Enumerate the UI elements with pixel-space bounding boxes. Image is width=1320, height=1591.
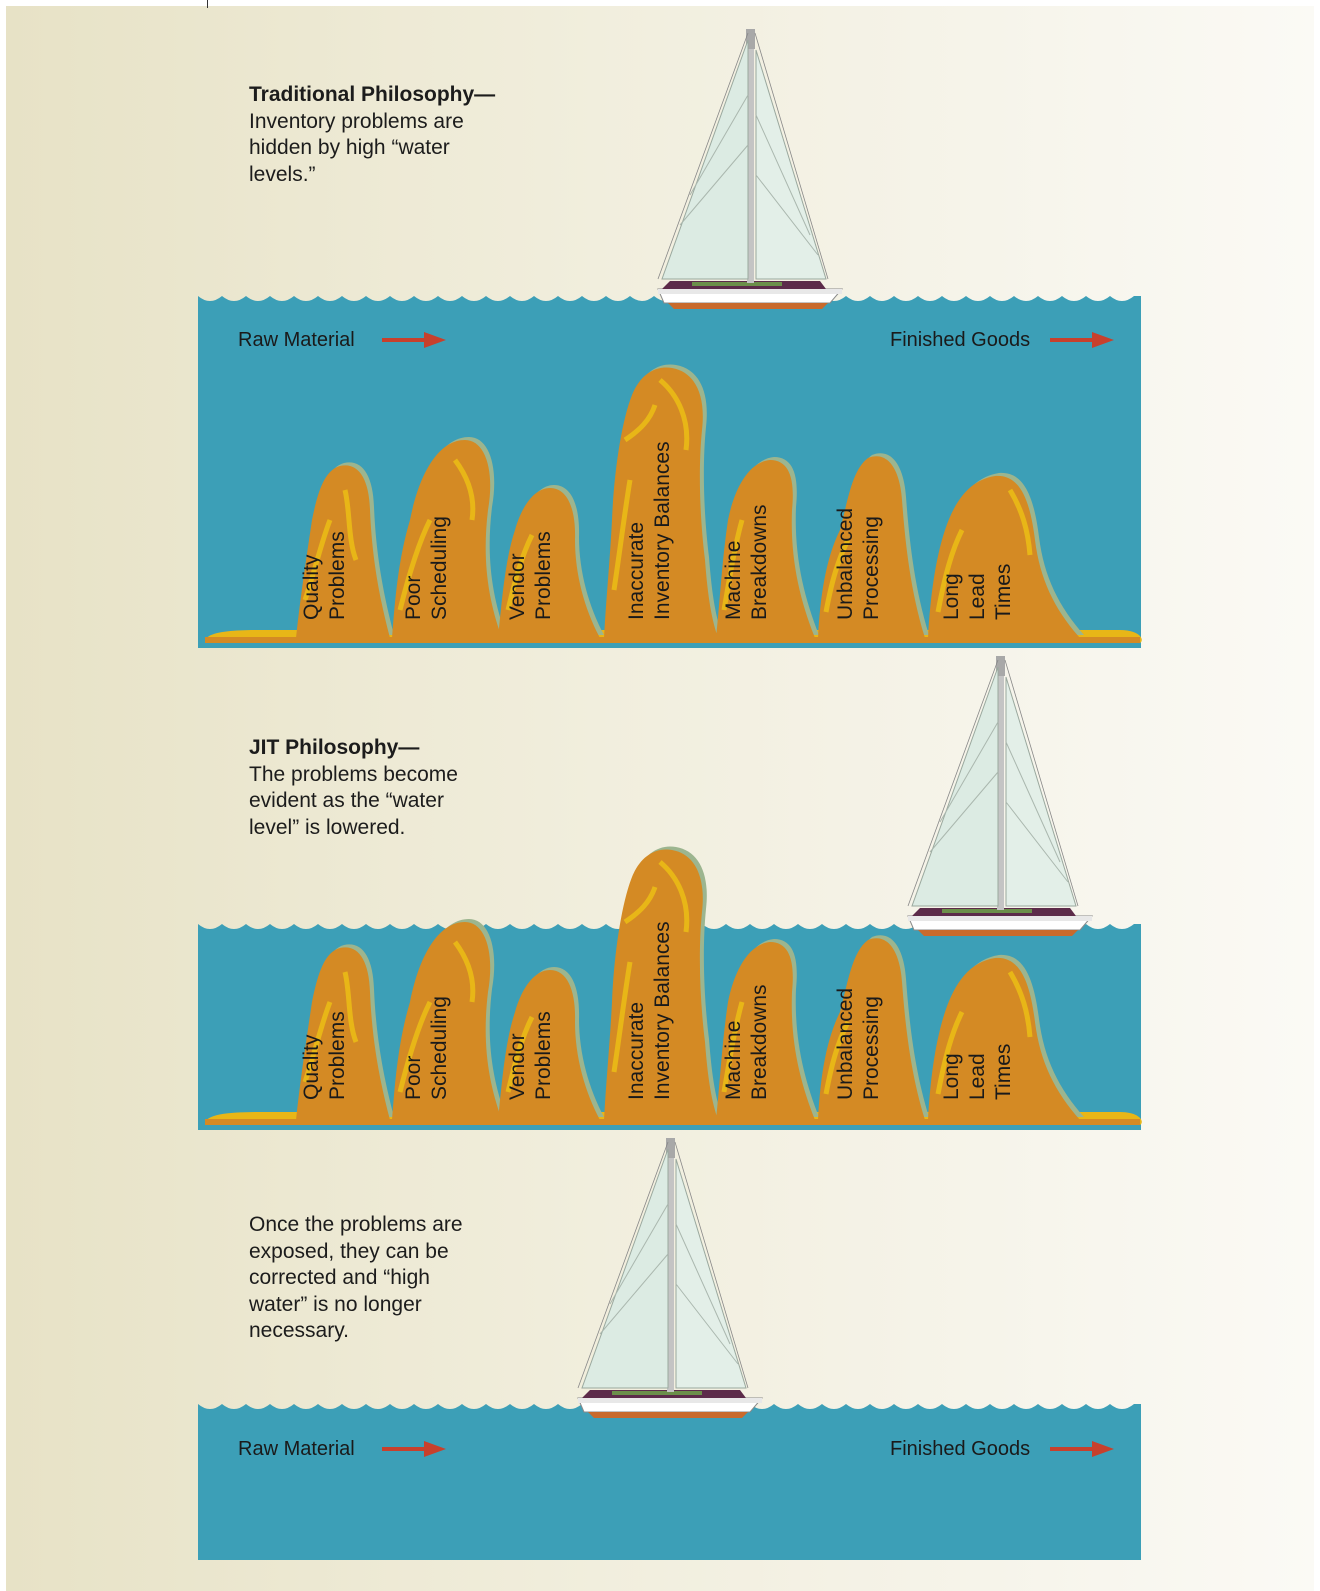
- sailboat-jit: [908, 656, 1092, 936]
- rock-label-4-line-2-traditional: Inventory Balances: [651, 441, 674, 620]
- rock-label-4-line-1-jit: Inaccurate: [625, 1002, 648, 1100]
- rock-label-7-line-1-jit: Long: [940, 1053, 963, 1100]
- rock-label-6-line-2-jit: Processing: [860, 996, 883, 1100]
- rock-label-4-line-1-traditional: Inaccurate: [625, 522, 648, 620]
- rock-label-6-line-1-traditional: Unbalanced: [834, 508, 857, 620]
- rock-label-1-line-2-jit: Problems: [326, 1011, 349, 1100]
- rock-label-3-line-2-jit: Problems: [532, 1011, 555, 1100]
- caption-traditional-body: Inventory problems are hidden by high “w…: [249, 109, 479, 189]
- rock-label-6-line-2-traditional: Processing: [860, 516, 883, 620]
- rock-label-2-line-1-traditional: Poor: [402, 576, 425, 620]
- rock-label-2-line-1-jit: Poor: [402, 1056, 425, 1100]
- caption-traditional: Traditional Philosophy— Inventory proble…: [249, 82, 495, 188]
- flow-start-label-top: Raw Material: [238, 328, 355, 352]
- flow-end-label-bottom: Finished Goods: [890, 1437, 1030, 1461]
- caption-resolved: Once the problems are exposed, they can …: [249, 1212, 469, 1345]
- flow-end-label-top: Finished Goods: [890, 328, 1030, 352]
- rock-label-5-line-1-traditional: Machine: [722, 541, 745, 620]
- rock-label-4-line-2-jit: Inventory Balances: [651, 921, 674, 1100]
- rock-label-1-line-1-traditional: Quality: [300, 554, 323, 620]
- rock-label-2-line-2-jit: Scheduling: [428, 996, 451, 1100]
- rock-label-3-line-2-traditional: Problems: [532, 531, 555, 620]
- rock-label-7-line-3-jit: Times: [992, 1044, 1015, 1100]
- rock-label-7-line-2-traditional: Lead: [966, 573, 989, 620]
- caption-traditional-heading: Traditional Philosophy—: [249, 82, 495, 109]
- water-band-resolved: [198, 1404, 1141, 1560]
- sailboat-resolved: [578, 1138, 762, 1418]
- caption-resolved-body: Once the problems are exposed, they can …: [249, 1212, 469, 1345]
- rock-label-2-line-2-traditional: Scheduling: [428, 516, 451, 620]
- rock-label-5-line-2-traditional: Breakdowns: [748, 504, 771, 620]
- sailboat-traditional: [658, 29, 842, 309]
- caption-jit-heading: JIT Philosophy—: [249, 735, 479, 762]
- rock-label-5-line-2-jit: Breakdowns: [748, 984, 771, 1100]
- caption-jit: JIT Philosophy— The problems become evid…: [249, 735, 479, 841]
- rock-label-7-line-2-jit: Lead: [966, 1053, 989, 1100]
- flow-start-label-bottom: Raw Material: [238, 1437, 355, 1461]
- rock-label-3-line-1-jit: Vendor: [506, 1033, 529, 1100]
- rock-label-1-line-1-jit: Quality: [300, 1034, 323, 1100]
- rock-label-5-line-1-jit: Machine: [722, 1021, 745, 1100]
- rock-label-7-line-1-traditional: Long: [940, 573, 963, 620]
- caption-jit-body: The problems become evident as the “wate…: [249, 762, 479, 842]
- rock-label-1-line-2-traditional: Problems: [326, 531, 349, 620]
- rock-label-6-line-1-jit: Unbalanced: [834, 988, 857, 1100]
- rock-label-3-line-1-traditional: Vendor: [506, 553, 529, 620]
- rock-label-7-line-3-traditional: Times: [992, 564, 1015, 620]
